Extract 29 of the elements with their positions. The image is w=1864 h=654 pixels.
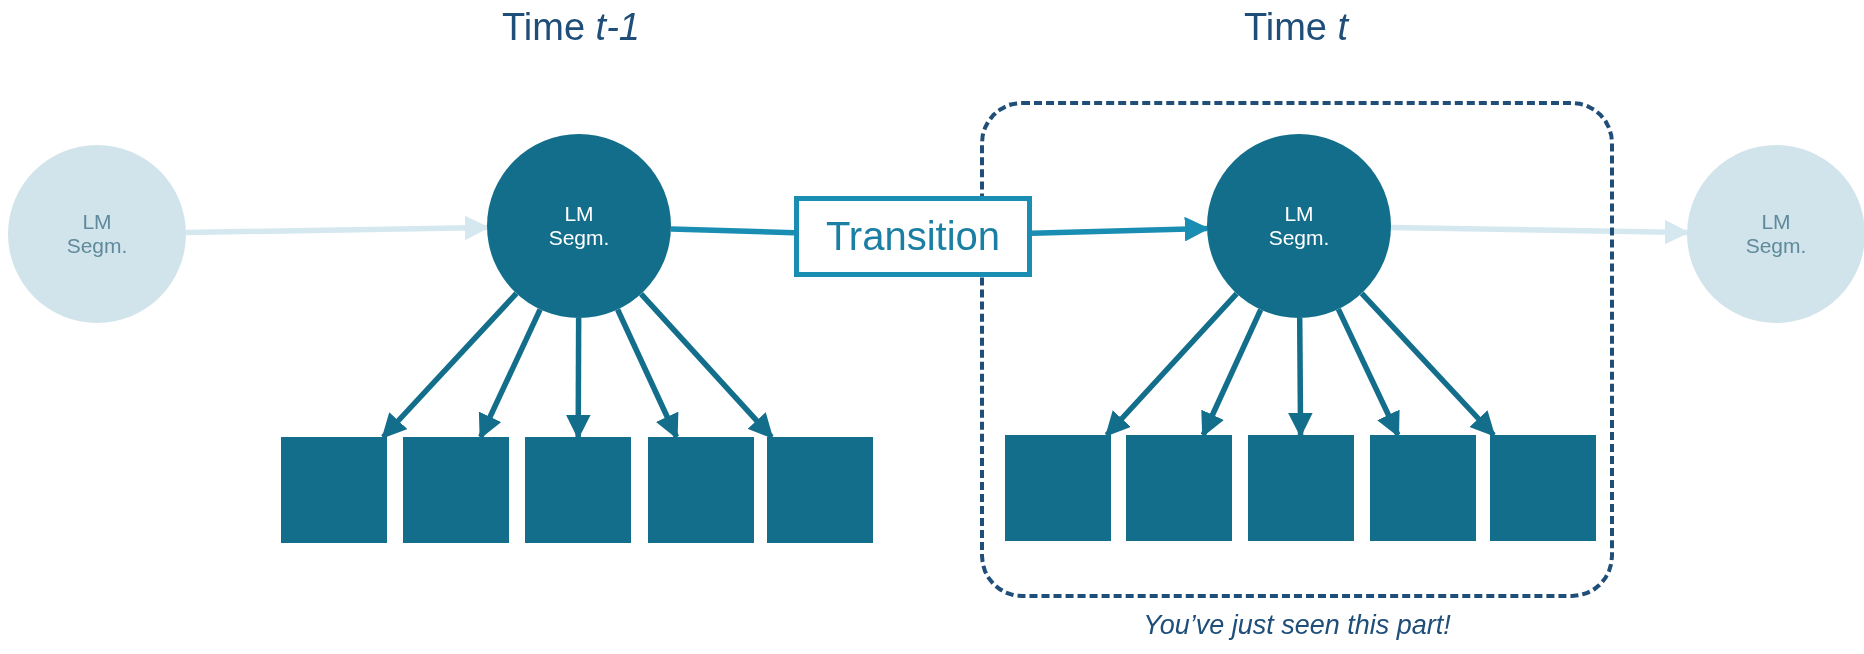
node-label: You’ve just seen this part! <box>1143 610 1451 641</box>
arrow <box>381 291 519 439</box>
square-box <box>1370 435 1476 541</box>
time-heading: Time t <box>1243 6 1349 49</box>
square-box <box>525 437 631 543</box>
time-heading: Time t-1 <box>502 6 640 49</box>
arrow <box>478 308 543 440</box>
arrow <box>1288 318 1313 438</box>
square-box <box>1490 435 1596 541</box>
square-box <box>281 437 387 543</box>
node-label: LM Segm. <box>1267 201 1331 251</box>
arrow <box>565 318 591 440</box>
square-box <box>1126 435 1232 541</box>
square-box <box>767 437 873 543</box>
square-box <box>1248 435 1354 541</box>
square-box <box>648 437 754 543</box>
arrow <box>1104 291 1239 437</box>
arrow <box>639 292 774 439</box>
arrow <box>1200 308 1264 438</box>
arrow <box>1335 308 1401 438</box>
node-label: Transition <box>825 214 1001 259</box>
node-label: LM Segm. <box>1744 209 1808 259</box>
transition-box <box>794 196 1032 277</box>
arrow <box>1359 291 1496 437</box>
square-box <box>403 437 509 543</box>
node-label: LM Segm. <box>547 201 611 251</box>
square-box <box>1005 435 1111 541</box>
arrow <box>615 308 679 440</box>
node-label: LM Segm. <box>65 209 129 259</box>
